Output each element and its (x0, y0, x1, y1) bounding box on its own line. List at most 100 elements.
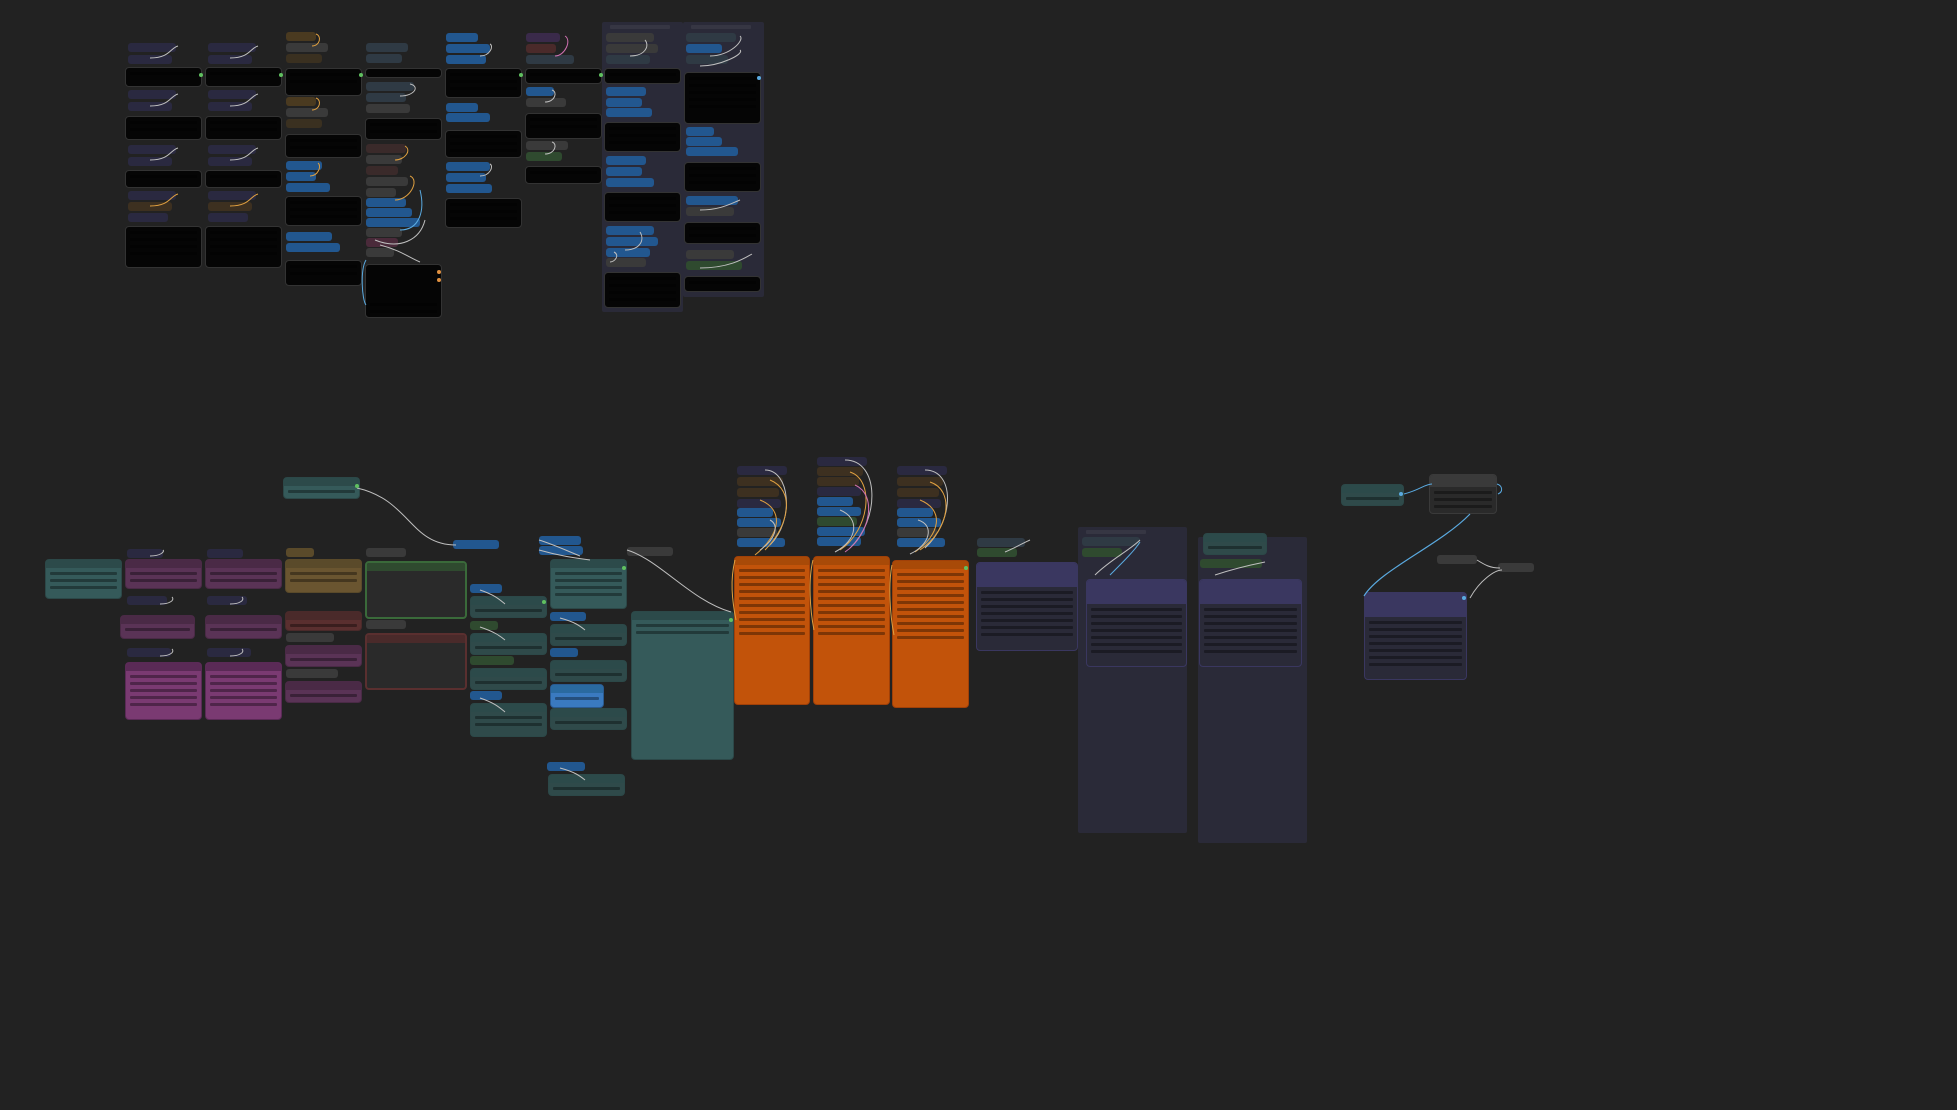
collapsed-node[interactable] (526, 33, 560, 42)
connection-dot-icon[interactable] (279, 73, 283, 77)
collapsed-node[interactable] (366, 198, 406, 207)
collapsed-node[interactable] (366, 620, 406, 629)
collapsed-node[interactable] (128, 191, 176, 200)
lora-node[interactable] (205, 559, 282, 589)
collapsed-node[interactable] (470, 656, 514, 665)
green-node[interactable] (365, 561, 467, 619)
collapsed-node[interactable] (737, 518, 781, 527)
collapsed-node[interactable] (470, 621, 498, 630)
blue-node[interactable] (550, 684, 604, 708)
text-node[interactable] (445, 198, 522, 228)
collapsed-node[interactable] (606, 87, 646, 96)
collapsed-node[interactable] (550, 612, 586, 621)
collapsed-node[interactable] (128, 43, 176, 52)
text-node[interactable] (125, 116, 202, 140)
collapsed-node[interactable] (366, 166, 398, 175)
collapsed-node[interactable] (897, 538, 945, 547)
collapsed-node[interactable] (606, 44, 658, 53)
settings-node[interactable] (45, 559, 122, 599)
collapsed-node[interactable] (366, 548, 406, 557)
collapsed-node[interactable] (627, 547, 673, 556)
text-node[interactable] (684, 162, 761, 192)
collapsed-node[interactable] (606, 98, 642, 107)
collapsed-node[interactable] (207, 549, 243, 558)
collapsed-node[interactable] (286, 232, 332, 241)
collapsed-node[interactable] (286, 669, 338, 678)
upscale-node[interactable] (1086, 579, 1187, 667)
ksampler-node[interactable] (892, 560, 969, 708)
connection-dot-icon[interactable] (622, 566, 626, 570)
upscale-node[interactable] (1199, 579, 1302, 667)
text-node[interactable] (684, 276, 761, 292)
collapsed-node[interactable] (366, 155, 402, 164)
collapsed-node[interactable] (737, 477, 783, 486)
collapsed-node[interactable] (897, 466, 947, 475)
collapsed-node[interactable] (366, 238, 398, 247)
node-group-lower-a[interactable] (1078, 527, 1187, 833)
upscale-node[interactable] (976, 562, 1078, 651)
collapsed-node[interactable] (127, 596, 167, 605)
collapsed-node[interactable] (366, 228, 402, 237)
text-node[interactable] (445, 68, 522, 98)
collapsed-node[interactable] (1498, 563, 1534, 572)
collapsed-node[interactable] (526, 44, 556, 53)
collapsed-node[interactable] (366, 248, 394, 257)
collapsed-node[interactable] (453, 540, 499, 549)
connection-dot-icon[interactable] (542, 600, 546, 604)
ksampler-node[interactable] (813, 556, 890, 705)
collapsed-node[interactable] (446, 55, 486, 64)
collapsed-node[interactable] (817, 457, 867, 466)
teal-node[interactable] (1341, 484, 1404, 506)
text-node[interactable] (525, 166, 602, 184)
collapsed-node[interactable] (208, 145, 256, 154)
collapsed-node[interactable] (686, 207, 734, 216)
connection-dot-icon[interactable] (359, 73, 363, 77)
connection-dot-icon[interactable] (1462, 596, 1466, 600)
text-node[interactable] (525, 113, 602, 139)
collapsed-node[interactable] (128, 202, 172, 211)
collapsed-node[interactable] (286, 161, 322, 170)
text-node[interactable] (205, 116, 282, 140)
collapsed-node[interactable] (366, 177, 408, 186)
teal-node[interactable] (550, 708, 627, 730)
collapsed-node[interactable] (897, 508, 933, 517)
collapsed-node[interactable] (606, 178, 654, 187)
collapsed-node[interactable] (366, 218, 420, 227)
connection-dot-icon[interactable] (599, 73, 603, 77)
collapsed-node[interactable] (897, 518, 941, 527)
collapsed-node[interactable] (817, 477, 859, 486)
collapsed-node[interactable] (686, 250, 734, 259)
collapsed-node[interactable] (286, 119, 322, 128)
collapsed-node[interactable] (606, 55, 650, 64)
collapsed-node[interactable] (286, 243, 340, 252)
connection-dot-icon[interactable] (729, 618, 733, 622)
collapsed-node[interactable] (686, 261, 742, 270)
text-node[interactable] (205, 226, 282, 268)
checkpoint-node[interactable] (285, 559, 362, 593)
preview-node[interactable] (631, 611, 734, 760)
text-node[interactable] (604, 122, 681, 152)
lora-node[interactable] (205, 662, 282, 720)
collapsed-node[interactable] (606, 226, 654, 235)
collapsed-node[interactable] (897, 499, 941, 508)
text-node[interactable] (285, 134, 362, 158)
collapsed-node[interactable] (686, 147, 738, 156)
collapsed-node[interactable] (446, 103, 478, 112)
collapsed-node[interactable] (366, 54, 402, 63)
collapsed-node[interactable] (686, 127, 714, 136)
gray-node[interactable] (1429, 474, 1497, 514)
collapsed-node[interactable] (737, 538, 785, 547)
collapsed-node[interactable] (606, 258, 646, 267)
collapsed-node[interactable] (897, 488, 939, 497)
ksampler-node[interactable] (734, 556, 810, 705)
collapsed-node[interactable] (526, 141, 568, 150)
collapsed-node[interactable] (606, 167, 642, 176)
collapsed-node[interactable] (526, 98, 566, 107)
image-output-node[interactable] (365, 264, 442, 318)
text-node[interactable] (604, 272, 681, 308)
collapsed-node[interactable] (127, 549, 163, 558)
collapsed-node[interactable] (686, 137, 722, 146)
collapsed-node[interactable] (366, 188, 396, 197)
text-node[interactable] (365, 68, 442, 78)
